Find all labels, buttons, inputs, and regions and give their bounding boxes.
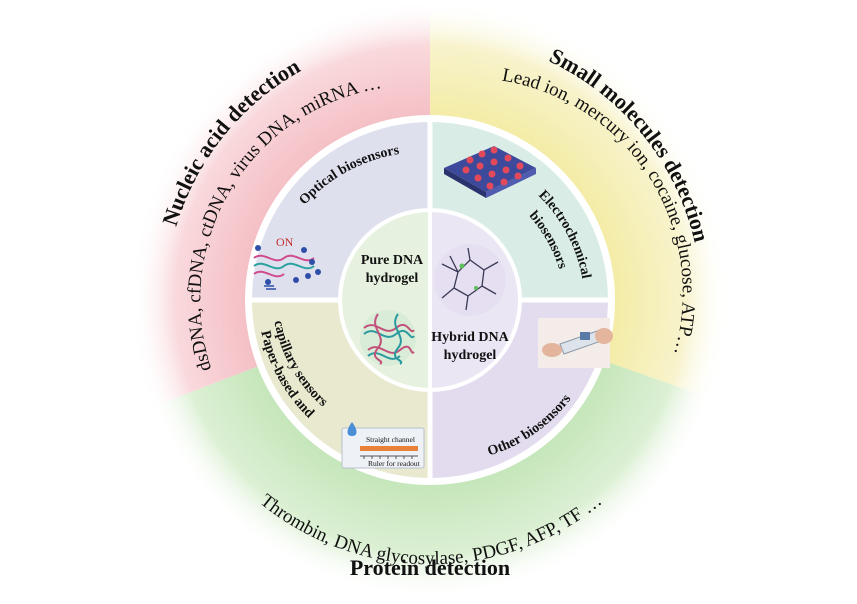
optical-on-label: ON [276,235,294,249]
pure-dna-label-line2: hydrogel [366,271,419,286]
paper-sensor-image: Straight channel Ruler for readout [341,422,425,469]
electrochemical-electrode-image [444,146,536,198]
optical-biosensor-image: ON [253,235,321,290]
hybrid-dna-label-line2: hydrogel [444,348,497,363]
paper-ruler-label: Ruler for readout [368,459,421,468]
pure-dna-hydrogel-image [360,310,416,366]
protein-title: Protein detection [350,555,510,580]
hybrid-dna-label-line1: Hybrid DNA [431,330,509,345]
hybrid-dna-hydrogel-image [434,244,506,316]
pure-dna-label-line1: Pure DNA [361,253,424,268]
paper-channel-label: Straight channel [366,435,415,444]
other-biosensor-device-image [538,318,613,368]
